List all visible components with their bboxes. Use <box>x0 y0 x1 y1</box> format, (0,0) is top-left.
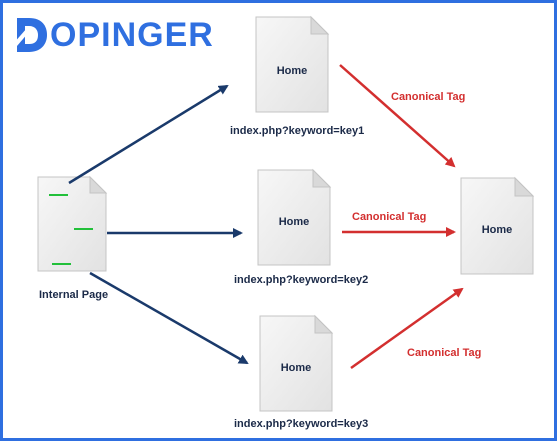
variant-3-url: index.php?keyword=key3 <box>234 418 369 430</box>
navy-arrow-to-key1 <box>68 84 229 185</box>
variant-2-doc-label: Home <box>278 216 310 228</box>
variant-document-3 <box>259 314 334 412</box>
internal-page-label: Internal Page <box>39 289 109 301</box>
canonical-diagram <box>37 15 535 412</box>
target-doc-label: Home <box>481 224 513 236</box>
navy-arrow-to-key3 <box>89 271 249 365</box>
internal-page-document <box>37 175 108 272</box>
logo-d-icon <box>13 18 47 52</box>
canonical-tag-label-3: Canonical Tag <box>407 347 482 359</box>
red-arrow-from-key3 <box>350 287 464 370</box>
variant-document-1 <box>255 15 330 113</box>
logo-text: OPINGER <box>50 16 214 54</box>
canonical-tag-label-2: Canonical Tag <box>352 211 427 223</box>
variant-2-url: index.php?keyword=key2 <box>234 274 369 286</box>
variant-document-2 <box>257 168 332 266</box>
variant-1-url: index.php?keyword=key1 <box>230 125 365 137</box>
red-arrow-from-key1 <box>339 64 456 168</box>
dopinger-logo: OPINGER <box>13 15 214 55</box>
variant-1-doc-label: Home <box>276 65 308 77</box>
canonical-target-document <box>460 176 535 275</box>
canonical-tag-label-1: Canonical Tag <box>391 91 466 103</box>
variant-3-doc-label: Home <box>280 362 312 374</box>
